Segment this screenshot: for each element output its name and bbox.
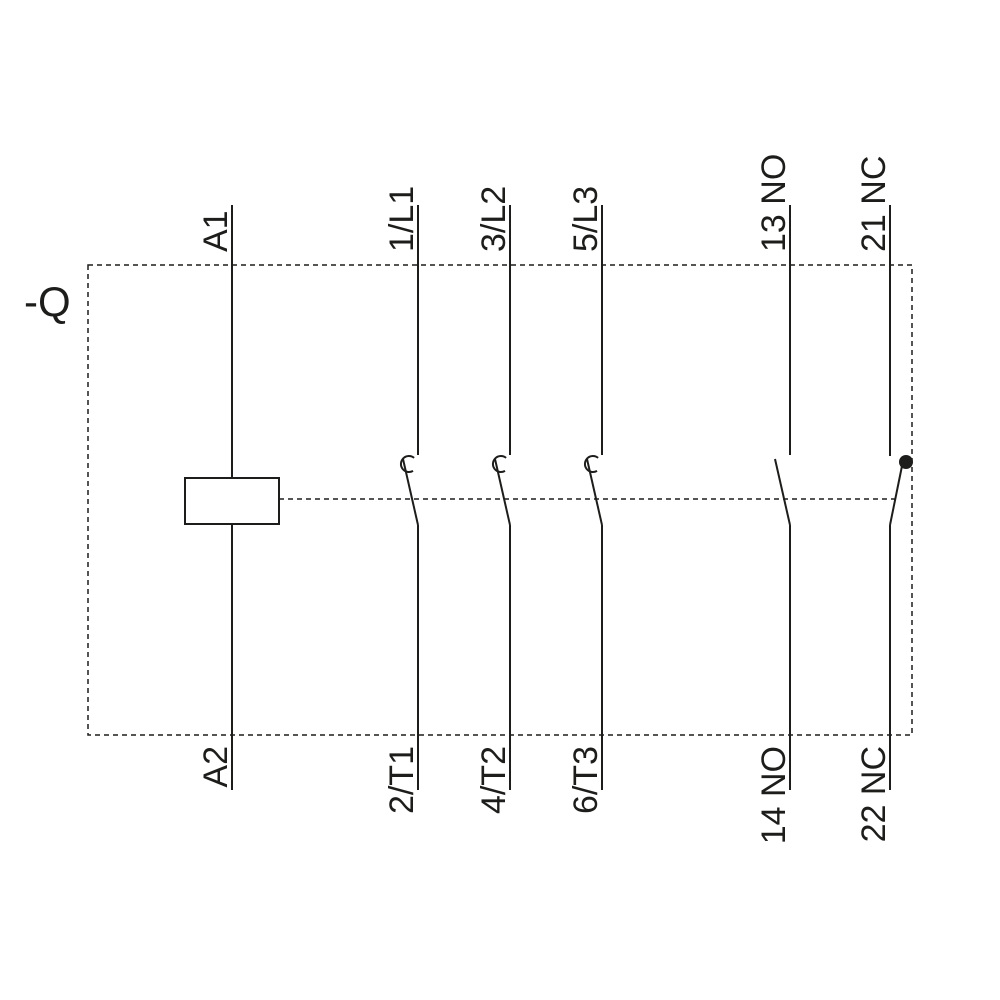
coil-branch: A1 A2: [184, 205, 280, 790]
terminal-label-22nc: 22 NC: [855, 746, 893, 842]
pole2-fixed-contact-arc: [491, 455, 507, 473]
terminal-label-1l1: 1/L1: [383, 186, 421, 252]
terminal-label-a2: A2: [197, 746, 235, 788]
terminal-label-6t3: 6/T3: [567, 746, 605, 814]
terminal-label-21nc: 21 NC: [855, 156, 893, 252]
pole1-moving-contact-line: [402, 458, 419, 526]
coil-symbol: [184, 477, 280, 525]
terminal-label-2t1: 2/T1: [383, 746, 421, 814]
terminal-label-5l3: 5/L3: [567, 186, 605, 252]
pole1-fixed-contact-arc: [399, 455, 415, 473]
terminal-label-a1: A1: [197, 210, 235, 252]
terminal-label-4t2: 4/T2: [475, 746, 513, 814]
aux-nc-moving-contact-line: [889, 465, 903, 526]
aux-no-moving-contact-line: [774, 458, 791, 526]
contactor-outline: [87, 264, 913, 736]
terminal-label-14no: 14 NO: [755, 746, 793, 844]
main-contact-pole-3: 5/L3 6/T3: [567, 186, 605, 814]
pole3-fixed-contact-arc: [583, 455, 599, 473]
terminal-label-13no: 13 NO: [755, 154, 793, 252]
pole3-moving-contact-line: [586, 458, 603, 526]
aux-contact-nc: 21 NC 22 NC: [855, 156, 913, 842]
nc-fixed-contact-dot: [899, 455, 913, 469]
device-designation-label: -Q: [24, 278, 71, 325]
main-contact-pole-2: 3/L2 4/T2: [475, 186, 513, 814]
terminal-label-3l2: 3/L2: [475, 186, 513, 252]
main-contact-pole-1: 1/L1 2/T1: [383, 186, 421, 814]
aux-contact-no: 13 NO 14 NO: [755, 154, 793, 845]
pole2-moving-contact-line: [494, 458, 511, 526]
